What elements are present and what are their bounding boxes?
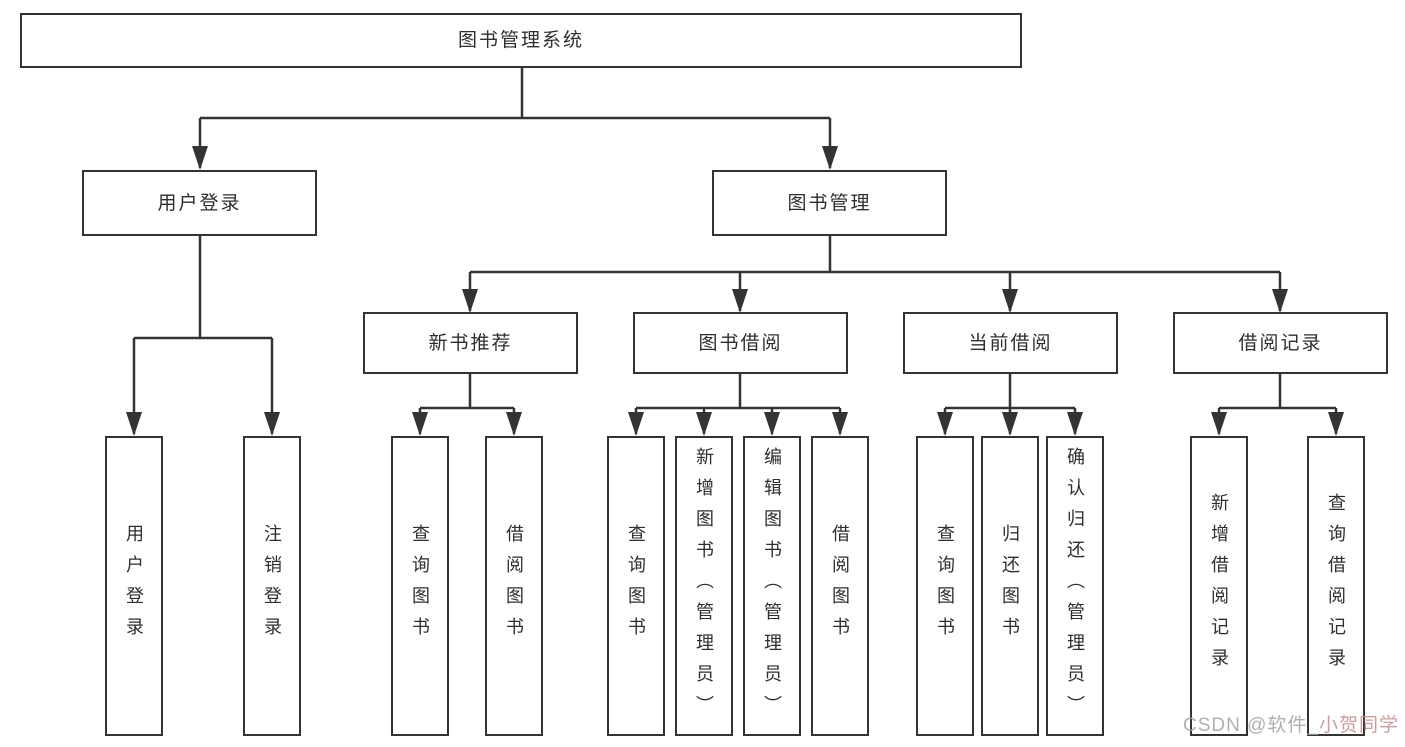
node-book-management-label: 图书管理 [787,192,872,214]
node-current-borrow: 当前借阅 [903,312,1118,374]
node-root-label: 图书管理系统 [457,30,584,51]
leaf-query-books-current-label: 查询图书 [935,524,955,648]
csdn-watermark-suffix: 小贺同学 [1318,715,1399,736]
leaf-add-books-admin-label: 新增图书（管理员） [694,446,714,726]
node-new-book-recommend: 新书推荐 [363,312,578,374]
leaf-return-books-label: 归还图书 [1000,524,1020,648]
node-new-book-recommend-label: 新书推荐 [428,332,513,354]
node-current-borrow-label: 当前借阅 [968,332,1053,354]
node-user-login: 用户登录 [82,170,317,236]
node-book-borrow: 图书借阅 [633,312,848,374]
leaf-user-login-label: 用户登录 [124,524,144,648]
leaf-query-books-recommend: 查询图书 [391,436,449,736]
node-root-system: 图书管理系统 [20,13,1022,68]
node-borrow-record-label: 借阅记录 [1238,332,1323,354]
csdn-watermark-prefix: CSDN @软件_ [1183,715,1319,736]
leaf-query-borrow-record: 查询借阅记录 [1307,436,1365,736]
node-book-borrow-label: 图书借阅 [698,332,783,354]
leaf-confirm-return-admin-label: 确认归还（管理员） [1065,446,1085,726]
leaf-query-books-borrow-label: 查询图书 [626,524,646,648]
leaf-logout: 注销登录 [243,436,301,736]
leaf-query-borrow-record-label: 查询借阅记录 [1326,493,1346,679]
leaf-borrow-books-label: 借阅图书 [830,524,850,648]
leaf-query-books-recommend-label: 查询图书 [410,524,430,648]
leaf-user-login: 用户登录 [105,436,163,736]
node-user-login-label: 用户登录 [157,192,242,214]
leaf-borrow-books-recommend-label: 借阅图书 [504,524,524,648]
csdn-watermark: CSDN @软件_小贺同学 [1183,716,1399,735]
leaf-query-books-borrow: 查询图书 [607,436,665,736]
node-borrow-record: 借阅记录 [1173,312,1388,374]
node-book-management: 图书管理 [712,170,947,236]
leaf-return-books: 归还图书 [981,436,1039,736]
leaf-logout-label: 注销登录 [262,524,282,648]
leaf-add-books-admin: 新增图书（管理员） [675,436,733,736]
leaf-query-books-current: 查询图书 [916,436,974,736]
leaf-add-borrow-record-label: 新增借阅记录 [1209,493,1229,679]
leaf-borrow-books: 借阅图书 [811,436,869,736]
leaf-add-borrow-record: 新增借阅记录 [1190,436,1248,736]
leaf-edit-books-admin-label: 编辑图书（管理员） [762,446,782,726]
arrowheads [126,146,1344,436]
leaf-edit-books-admin: 编辑图书（管理员） [743,436,801,736]
connector-paths [132,68,1338,434]
leaf-confirm-return-admin: 确认归还（管理员） [1046,436,1104,736]
leaf-borrow-books-recommend: 借阅图书 [485,436,543,736]
